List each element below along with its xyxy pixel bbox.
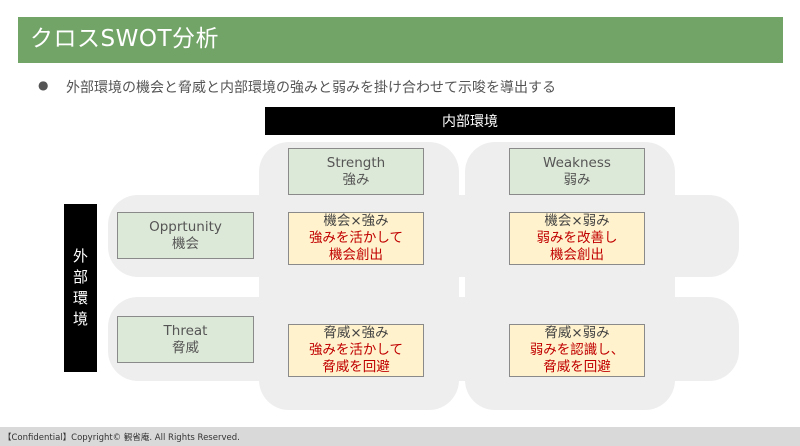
external-environment-label: 外 部 環 境 [73,246,88,330]
threat-jp: 脅威 [172,339,199,356]
cell-heading: 脅威×強み [323,325,389,341]
bullet-dot-icon: ● [38,78,49,92]
strength-header: Strength 強み [288,148,424,195]
external-char: 環 [72,289,88,307]
opportunity-jp: 機会 [172,235,199,252]
internal-environment-label: 内部環境 [442,114,498,130]
external-environment-header: 外 部 環 境 [64,204,97,372]
title-bar: クロスSWOT分析 [18,17,783,63]
cell-strategy-line: 弱みを改善し [536,230,618,246]
cell-strategy-line: 弱みを認識し、 [529,342,625,358]
bullet-text: 外部環境の機会と脅威と内部環境の強みと弱みを掛け合わせて示唆を導出する [66,80,556,96]
opportunity-en: Opprtunity [149,218,222,235]
threat-en: Threat [163,322,208,339]
external-char: 境 [72,310,88,328]
cell-heading: 機会×弱み [544,213,610,229]
footer: 【Confidential】Copyright© 観省庵. All Rights… [0,427,800,446]
weakness-header: Weakness 弱み [509,148,645,195]
strength-jp: 強み [342,171,370,188]
opportunity-header: Opprtunity 機会 [117,212,254,259]
strength-en: Strength [326,154,386,171]
cell-heading: 機会×強み [323,213,389,229]
cell-opportunity-strength: 機会×強み 強みを活かして 機会創出 [288,212,424,265]
cell-strategy-line: 機会創出 [329,247,383,263]
page-title: クロスSWOT分析 [30,26,219,52]
threat-header: Threat 脅威 [117,316,254,363]
cell-threat-weakness: 脅威×弱み 弱みを認識し、 脅威を回避 [509,324,645,377]
cell-strategy-line: 強みを活かして [308,230,404,246]
cell-opportunity-weakness: 機会×弱み 弱みを改善し 機会創出 [509,212,645,265]
cell-heading: 脅威×弱み [544,325,610,341]
footer-copyright: 【Confidential】Copyright© 観省庵. All Rights… [3,433,240,443]
cell-strategy-line: 脅威を回避 [543,359,611,375]
cell-strategy-line: 強みを活かして [308,342,404,358]
internal-environment-header: 内部環境 [265,107,675,135]
cell-threat-strength: 脅威×強み 強みを活かして 脅威を回避 [288,324,424,377]
cell-strategy-line: 脅威を回避 [322,359,390,375]
external-char: 外 [72,247,88,265]
weakness-en: Weakness [543,154,611,171]
external-char: 部 [72,268,88,286]
cell-strategy-line: 機会創出 [550,247,604,263]
weakness-jp: 弱み [563,171,591,188]
